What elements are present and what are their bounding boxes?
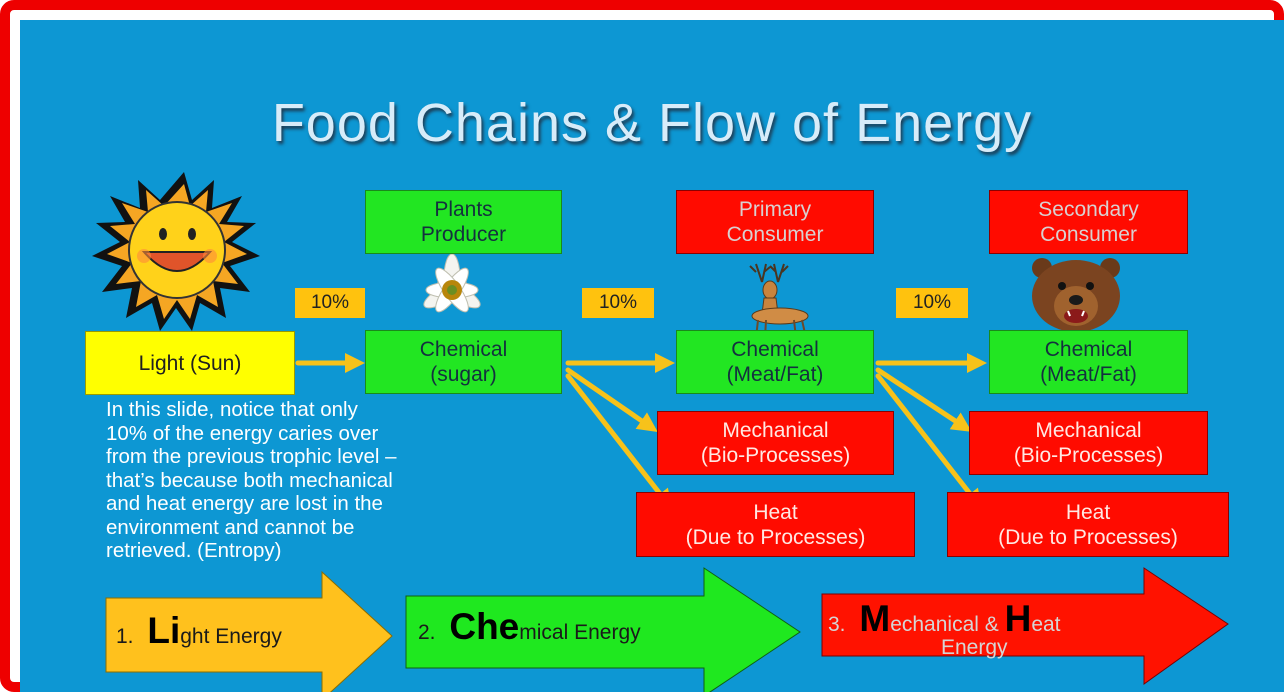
note-line: and heat energy are lost in the: [106, 492, 383, 515]
note-line: In this slide, notice that only: [106, 398, 358, 421]
heat-box-1: Heat (Due to Processes): [636, 492, 915, 557]
flow-arrows: [295, 353, 988, 510]
arrow-chem1-to-heat: [565, 373, 673, 510]
explanation-text: In this slide, notice that only 10% of t…: [106, 398, 566, 563]
arrow-mechanical-heat-energy: [821, 567, 1229, 685]
producer-label-line1: Plants: [434, 198, 493, 221]
primary-consumer-label: Primary Consumer: [676, 190, 874, 254]
arrow2-number: 2.: [418, 621, 436, 644]
heat-box-2: Heat (Due to Processes): [947, 492, 1229, 557]
mechanical-heat-energy-label: 3. Mechanical & Heat Energy: [828, 598, 1061, 660]
arrow-chem2-to-heat: [875, 373, 983, 510]
arrow3-big-h: H: [1004, 598, 1032, 639]
arrow-chemical-energy: [405, 567, 801, 692]
secondary-consumer-label: Secondary Consumer: [989, 190, 1188, 254]
heat1-line1: Heat: [753, 500, 798, 524]
chem1-line1: Chemical: [419, 338, 508, 361]
chem3-line2: (Meat/Fat): [1040, 363, 1137, 386]
heat2-line1: Heat: [1065, 500, 1111, 524]
percent-tag-2: 10%: [582, 288, 654, 318]
arrow3-rest1: echanical &: [890, 613, 1005, 636]
mech1-line1: Mechanical: [722, 419, 829, 442]
producer-label: Plants Producer: [365, 190, 562, 254]
arrow1-number: 1.: [116, 625, 134, 648]
chem2-line1: Chemical: [731, 338, 819, 361]
note-line: 10% of the energy caries over: [106, 421, 379, 445]
chemical-meat-box-1: Chemical (Meat/Fat): [676, 330, 874, 394]
slide: Food Chains & Flow of Energy: [20, 20, 1284, 692]
light-sun-box: Light (Sun): [85, 331, 295, 395]
arrow1-rest: ght Energy: [180, 625, 282, 648]
arrow3-line2: Energy: [940, 636, 1008, 659]
primary-label-line2: Consumer: [726, 223, 824, 246]
arrow2-big-letters: Che: [449, 606, 520, 647]
secondary-label-line2: Consumer: [1040, 223, 1137, 246]
heat2-line2: (Due to Processes): [998, 525, 1178, 549]
arrow-chem1-to-mech: [565, 367, 658, 432]
arrow3-number: 3.: [828, 613, 846, 636]
chem3-line1: Chemical: [1044, 338, 1133, 361]
note-line: that’s because both mechanical: [106, 468, 393, 492]
deer-icon: [749, 263, 809, 339]
percent-tag-1: 10%: [295, 288, 365, 318]
chem2-line2: (Meat/Fat): [726, 363, 824, 386]
heat1-line2: (Due to Processes): [685, 525, 866, 549]
note-line: environment and cannot be: [106, 515, 355, 539]
mechanical-box-1: Mechanical (Bio-Processes): [657, 411, 894, 475]
arrow-light-energy: [105, 570, 393, 692]
mech2-line2: (Bio-Processes): [1013, 444, 1164, 467]
slide-title: Food Chains & Flow of Energy: [271, 93, 1033, 153]
flower-icon: [423, 253, 481, 313]
bear-icon: [1032, 258, 1120, 332]
chemical-sugar-box: Chemical (sugar): [365, 330, 562, 394]
arrow-chem2-to-mech: [875, 367, 972, 432]
flow-diagram: [92, 172, 1229, 692]
arrow3-rest2: eat: [1031, 613, 1061, 636]
secondary-label-line1: Secondary: [1038, 198, 1139, 221]
mechanical-box-2: Mechanical (Bio-Processes): [969, 411, 1208, 475]
light-energy-label: 1. Light Energy: [116, 610, 282, 652]
chemical-meat-box-2: Chemical (Meat/Fat): [989, 330, 1188, 394]
percent-tag-3: 10%: [896, 288, 968, 318]
sun-icon: [92, 172, 260, 331]
arrow1-big-letters: Li: [147, 610, 181, 651]
arrow2-rest: mical Energy: [519, 621, 641, 644]
arrow3-big-m: M: [859, 598, 891, 639]
mech2-line1: Mechanical: [1035, 419, 1142, 442]
chemical-energy-label: 2. Chemical Energy: [418, 606, 641, 648]
note-line: retrieved. (Entropy): [106, 539, 282, 562]
chem1-line2: (sugar): [430, 363, 497, 386]
mech1-line2: (Bio-Processes): [700, 444, 851, 467]
primary-label-line1: Primary: [738, 198, 812, 221]
note-line: from the previous trophic level –: [106, 445, 397, 468]
producer-label-line2: Producer: [420, 223, 507, 246]
